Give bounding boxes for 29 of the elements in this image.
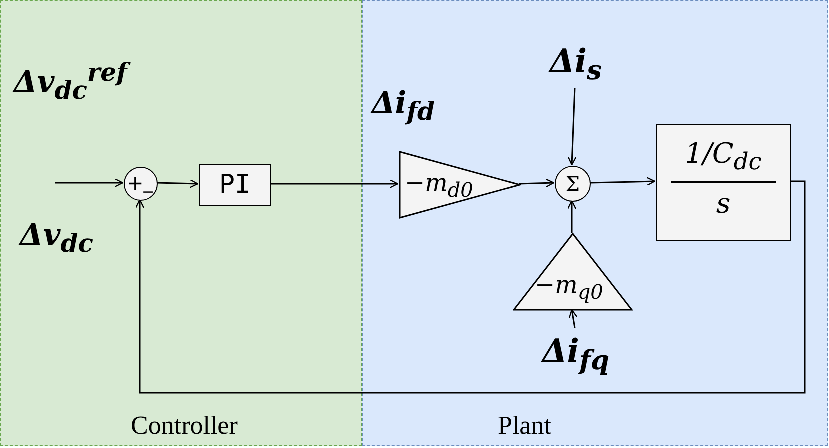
signal-label: Δi$_{fd}$ [372, 86, 435, 126]
signal-label: Δi$_{s}$ [536, 39, 616, 89]
sign-label: − [142, 187, 155, 198]
summing-junction [124, 167, 158, 201]
gain-label: −m$_{q0}$ [535, 271, 604, 304]
gain-label: −m$_{d0}$ [405, 169, 474, 202]
arrow [568, 309, 578, 328]
region-title: Controller [131, 411, 238, 441]
signal-label: Δv$_{dc}$ [20, 218, 94, 258]
plant-region [362, 0, 828, 446]
arrow [55, 178, 124, 188]
numerator: 1/C$_{dc}$ [684, 137, 763, 176]
gain-triangle [513, 233, 633, 311]
arrow [568, 88, 577, 166]
signal-label: Δi$_{fq}$ [536, 329, 616, 379]
transfer-function-block [656, 124, 791, 241]
controller-block: PI [199, 164, 271, 206]
arrow [518, 178, 555, 188]
region-title: Plant [498, 411, 552, 441]
arrow [590, 177, 656, 186]
arrow [567, 200, 577, 233]
controller-region [0, 0, 362, 446]
arrow [135, 180, 806, 394]
gain-triangle [399, 151, 521, 219]
denominator: s [715, 187, 732, 220]
sign-label: + [127, 173, 144, 193]
arrow [156, 179, 199, 188]
summing-junction: Σ [555, 166, 591, 202]
arrow [270, 179, 399, 189]
